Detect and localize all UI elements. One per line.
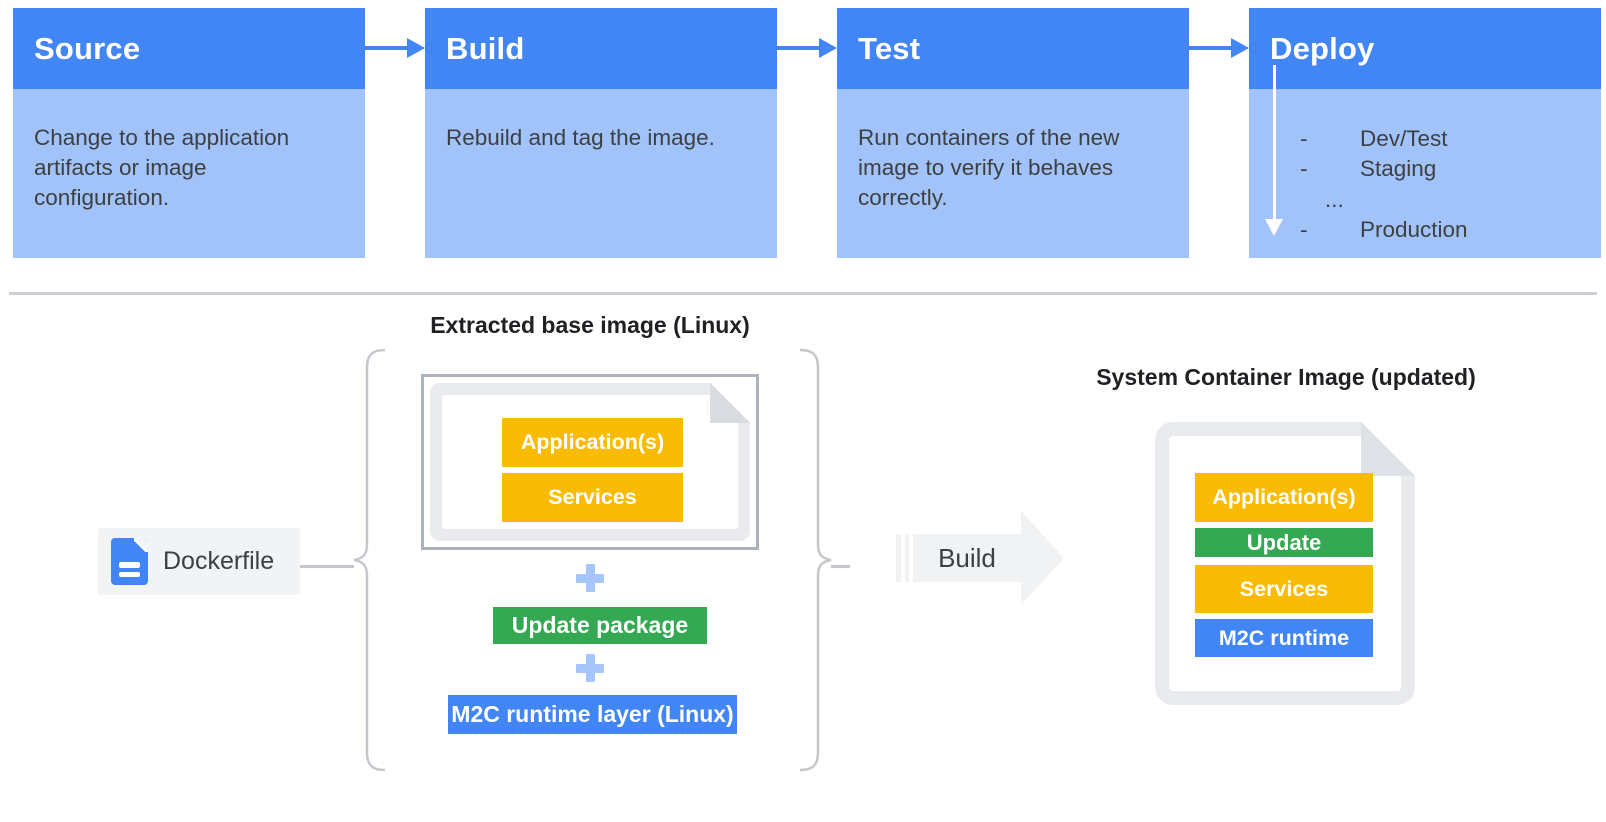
deploy-target-row: - Dev/Test: [1249, 124, 1601, 154]
arrow-head: [819, 38, 837, 58]
section-divider: [9, 292, 1597, 295]
deploy-target-label: Production: [1360, 217, 1468, 242]
stage-build-body: Rebuild and tag the image.: [425, 89, 777, 258]
dockerfile-label: Dockerfile: [163, 547, 275, 575]
layer-services: Services: [502, 473, 683, 522]
folded-corner-icon: [710, 383, 750, 423]
arrow-shaft: [365, 46, 409, 50]
right-brace-icon: [799, 348, 832, 772]
dockerfile-chip: Dockerfile: [98, 528, 300, 595]
list-dash: -: [1300, 126, 1308, 151]
layer-update: Update: [1195, 528, 1373, 557]
text-line-icon: [119, 562, 140, 568]
stage-build: Build Rebuild and tag the image.: [425, 8, 777, 258]
text-line-icon: [119, 571, 140, 577]
stage-build-title: Build: [425, 8, 777, 89]
stage-test-title: Test: [837, 8, 1189, 89]
build-connector-line: [831, 565, 850, 568]
left-brace-icon: [353, 348, 386, 772]
layer-services: Services: [1195, 565, 1373, 613]
stage-source-body: Change to the application artifacts or i…: [13, 89, 365, 258]
arrow-shaft: [1189, 46, 1233, 50]
stage-deploy: Deploy - Dev/Test - Staging ... - Produc…: [1249, 8, 1601, 258]
deploy-target-label: ...: [1325, 186, 1344, 212]
list-dash: -: [1300, 217, 1308, 242]
build-arrow-stripe: [904, 534, 909, 582]
stage-source-title: Source: [13, 8, 365, 89]
deploy-target-row: - Staging: [1249, 154, 1601, 184]
arrow-source-to-build-icon: [365, 38, 425, 58]
document-file-icon: [111, 538, 148, 585]
deploy-down-arrow-icon: [1273, 65, 1276, 221]
update-package-box: Update package: [493, 607, 707, 644]
stage-deploy-body: [1249, 89, 1601, 258]
arrow-head: [1231, 38, 1249, 58]
build-arrow-stripe: [896, 534, 901, 582]
layer-applications: Application(s): [1195, 473, 1373, 522]
stage-source: Source Change to the application artifac…: [13, 8, 365, 258]
dockerfile-connector-line: [300, 565, 354, 568]
plus-icon: [576, 564, 604, 592]
build-arrow-head-icon: [1021, 511, 1064, 605]
arrow-head: [407, 38, 425, 58]
arrow-test-to-deploy-icon: [1189, 38, 1249, 58]
stage-test-description: Run containers of the new image to verif…: [858, 125, 1120, 210]
deploy-target-label: Dev/Test: [1360, 126, 1448, 151]
layer-m2c-runtime: M2C runtime: [1195, 619, 1373, 657]
folded-corner-icon: [134, 538, 148, 552]
deploy-target-label: Staging: [1360, 156, 1437, 181]
stage-build-description: Rebuild and tag the image.: [446, 125, 715, 150]
arrow-build-to-test-icon: [777, 38, 837, 58]
stage-test: Test Run containers of the new image to …: [837, 8, 1189, 258]
deploy-target-row: - Production: [1249, 215, 1601, 245]
result-image-title: System Container Image (updated): [1096, 364, 1476, 390]
deploy-target-row-ellipsis: ...: [1249, 184, 1601, 215]
stage-deploy-title: Deploy: [1249, 8, 1601, 89]
deploy-down-arrowhead-icon: [1265, 219, 1283, 236]
list-dash: -: [1300, 156, 1308, 181]
m2c-runtime-layer-box: M2C runtime layer (Linux): [448, 695, 737, 734]
plus-icon: [576, 654, 604, 682]
build-arrow-label: Build: [913, 534, 1021, 582]
folded-corner-icon: [1361, 422, 1415, 476]
base-image-title: Extracted base image (Linux): [430, 312, 750, 338]
deploy-target-list: - Dev/Test - Staging ... - Production: [1249, 124, 1601, 245]
layer-applications: Application(s): [502, 418, 683, 467]
stage-source-description: Change to the application artifacts or i…: [34, 125, 290, 210]
stage-test-body: Run containers of the new image to verif…: [837, 89, 1189, 258]
arrow-shaft: [777, 46, 821, 50]
